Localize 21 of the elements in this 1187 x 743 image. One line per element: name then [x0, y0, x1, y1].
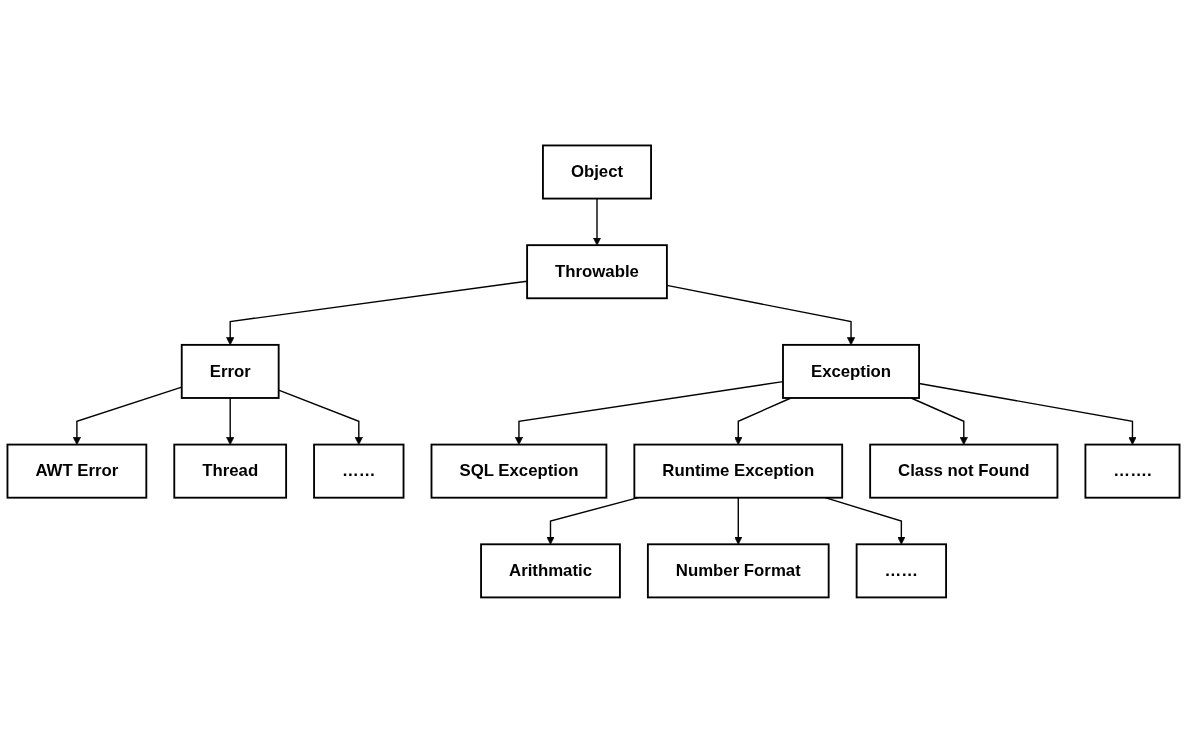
- arrow: [734, 397, 792, 445]
- node-box: Throwable: [526, 244, 668, 300]
- arrow: [734, 497, 743, 545]
- node-box: Error: [180, 344, 280, 399]
- node-box: …….: [1084, 443, 1181, 499]
- node-box: Class not Found: [869, 443, 1059, 499]
- node-box: Arithmatic: [480, 543, 621, 599]
- node-box: SQL Exception: [430, 443, 608, 499]
- node-box: AWT Error: [6, 443, 148, 499]
- arrow: [226, 280, 528, 346]
- node-box: ……: [313, 443, 405, 499]
- node-box: Exception: [782, 344, 920, 399]
- arrow: [592, 197, 602, 246]
- arrow: [910, 397, 968, 445]
- node-box: ……: [855, 543, 947, 599]
- arrow: [666, 284, 856, 346]
- node-box: Object: [542, 144, 652, 200]
- node-box: Thread: [173, 443, 288, 499]
- node-box: Number Format: [646, 543, 830, 599]
- arrow: [226, 397, 235, 445]
- node-box: Runtime Exception: [633, 443, 844, 499]
